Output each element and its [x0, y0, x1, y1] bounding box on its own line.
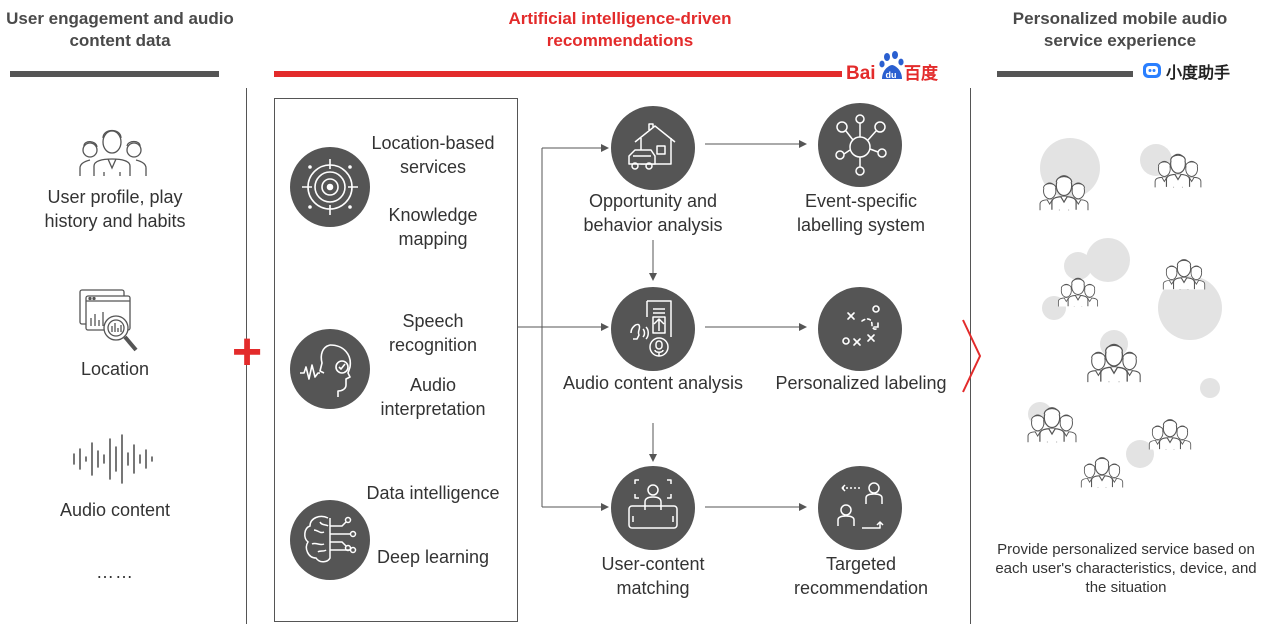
technique-speech-recognition: Speech recognition	[388, 311, 478, 355]
xiaodu-logo: 小度助手	[1142, 58, 1262, 84]
header-right-rule	[997, 71, 1133, 77]
technique-audio-interpretation: Audio interpretation	[380, 375, 486, 419]
network-nodes-icon	[818, 103, 902, 187]
users-cluster	[1028, 138, 1222, 515]
input-label-user-profile: User profile, play history and habits	[44, 187, 186, 231]
input-more-ellipsis: ……	[96, 562, 134, 582]
separator-right	[970, 88, 971, 624]
separator-left	[246, 88, 247, 624]
svg-text:小度助手: 小度助手	[1166, 63, 1230, 82]
technique-knowledge-mapping: Knowledge mapping	[388, 205, 478, 249]
user-screen-icon	[611, 466, 695, 550]
technique-location-services: Location-based services	[371, 133, 495, 177]
input-label-location: Location	[80, 359, 150, 379]
header-right: Personalized mobile audio service experi…	[1012, 9, 1228, 50]
result-description: Provide personalized service based on ea…	[995, 541, 1257, 596]
user-group-icon	[76, 126, 148, 178]
input-label-audio-content: Audio content	[59, 500, 171, 520]
technique-data-intelligence: Data intelligence	[366, 483, 500, 503]
svg-text:Bai: Bai	[846, 63, 876, 83]
output-targeted-recommendation: Targeted recommendation	[793, 554, 929, 598]
chevron-right-icon	[962, 319, 982, 393]
techniques-box	[274, 98, 518, 622]
strategy-play-icon	[818, 287, 902, 371]
brain-circuit-icon	[290, 500, 370, 580]
targeting-people-icon	[818, 466, 902, 550]
audio-waveform-icon	[68, 433, 158, 485]
output-event-labelling: Event-specific labelling system	[796, 191, 926, 235]
header-center-rule	[274, 71, 842, 77]
baidu-logo: Bai du 百度	[846, 49, 946, 84]
header-center: Artificial intelligence-driven recommend…	[508, 9, 732, 50]
plus-sign: +	[231, 323, 263, 381]
svg-text:百度: 百度	[904, 63, 939, 83]
audio-document-icon	[611, 287, 695, 371]
location-analytics-icon	[78, 288, 146, 358]
analysis-opportunity-behavior: Opportunity and behavior analysis	[583, 191, 723, 235]
header-left: User engagement and audio content data	[6, 9, 234, 50]
target-icon	[290, 147, 370, 227]
analysis-user-content-matching: User-content matching	[601, 554, 705, 598]
header-left-rule	[10, 71, 219, 77]
svg-text:du: du	[886, 70, 897, 80]
technique-deep-learning: Deep learning	[376, 547, 490, 567]
output-personalized-labeling: Personalized labeling	[775, 373, 947, 393]
voice-head-icon	[290, 329, 370, 409]
analysis-audio-content: Audio content analysis	[562, 373, 744, 393]
house-car-icon	[611, 106, 695, 190]
